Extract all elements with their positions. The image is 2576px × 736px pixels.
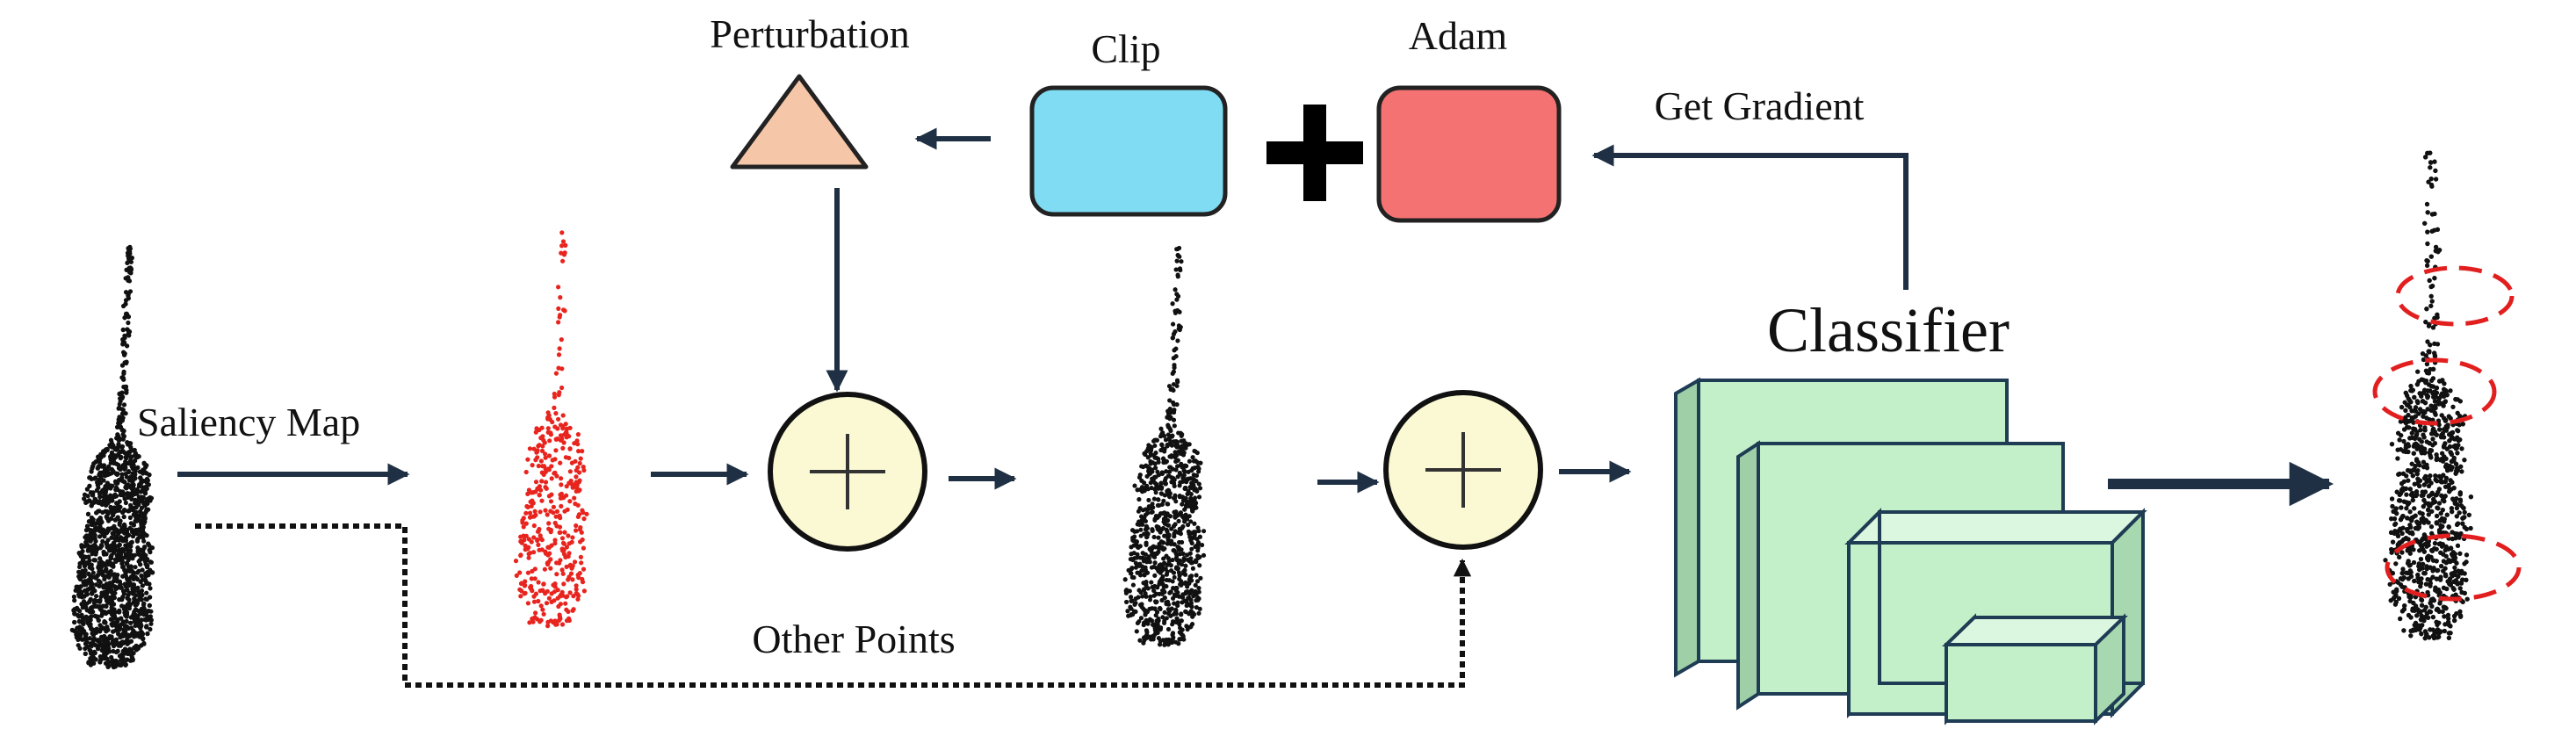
perturbation-label: Perturbation bbox=[710, 11, 909, 56]
input-point-cloud bbox=[69, 244, 155, 670]
other-points-label: Other Points bbox=[752, 617, 955, 661]
plus-icon bbox=[1266, 105, 1363, 201]
dotted-path-other-points bbox=[195, 523, 1472, 688]
highlight-ellipses bbox=[2372, 265, 2522, 602]
highlight-ellipse-waist bbox=[2372, 357, 2497, 426]
saliency-map-label: Saliency Map bbox=[137, 400, 360, 444]
adam-label: Adam bbox=[1409, 13, 1508, 58]
saliency-point-cloud bbox=[513, 230, 589, 629]
arrow-classifier-to-adam bbox=[1591, 144, 1909, 290]
get-gradient-label: Get Gradient bbox=[1655, 83, 1865, 128]
perturbed-point-cloud bbox=[1122, 246, 1207, 647]
sum-node-1-circled-plus-icon bbox=[768, 392, 927, 552]
sum-node-2-circled-plus-icon bbox=[1383, 390, 1543, 550]
clip-box bbox=[1029, 85, 1228, 217]
adam-box bbox=[1376, 85, 1562, 223]
classifier-label: Classifier bbox=[1767, 295, 2010, 365]
adversarial-point-cloud bbox=[2383, 150, 2473, 641]
clip-label: Clip bbox=[1091, 26, 1160, 71]
highlight-ellipse-body bbox=[2385, 533, 2522, 602]
perturbation-triangle-icon bbox=[730, 74, 869, 170]
highlight-ellipse-neck bbox=[2395, 265, 2515, 327]
classifier-stacked-layers-icon bbox=[1674, 377, 2147, 725]
